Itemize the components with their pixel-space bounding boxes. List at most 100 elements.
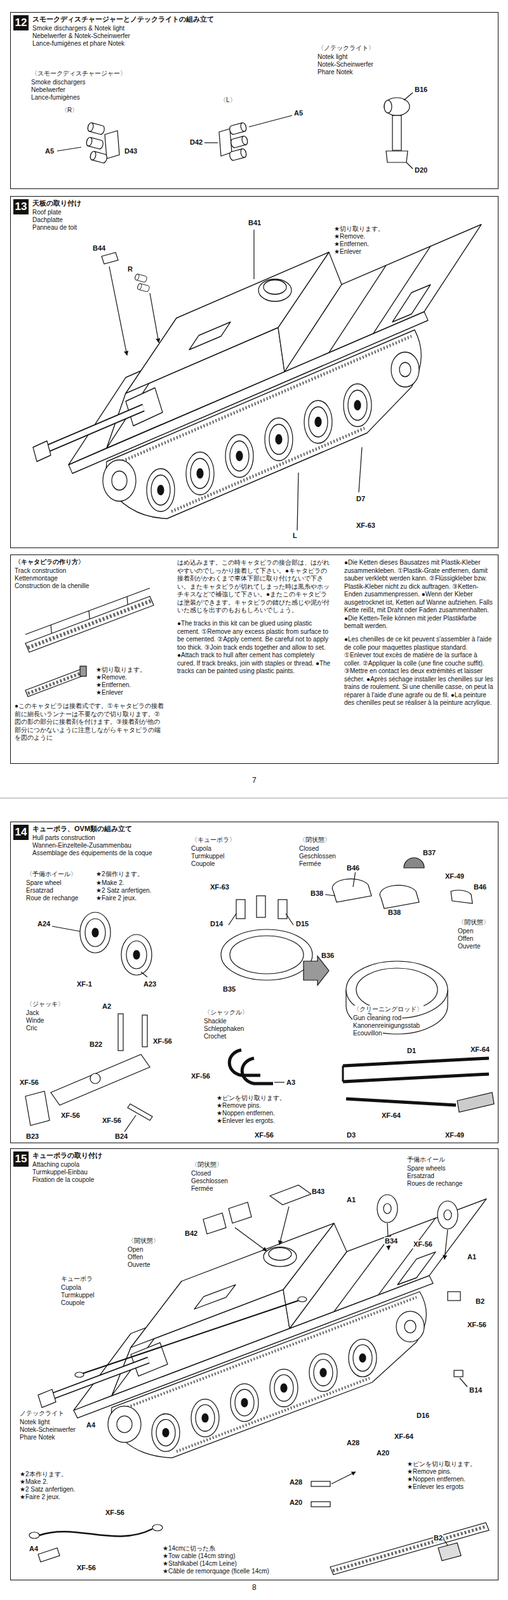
note-text: ★ピンを切り取ります。 [215, 1095, 287, 1103]
callout-number: XF-64 [393, 1433, 415, 1443]
section-heading: Track construction [14, 567, 67, 576]
note-text: 予備ホイール [406, 1156, 446, 1165]
step-subtitle: Turmkuppel-Einbau [32, 1169, 88, 1178]
callout-number: B24 [114, 1133, 129, 1142]
line-art [383, 1204, 392, 1215]
line-art [406, 162, 413, 169]
line-art [85, 919, 106, 948]
line-art [25, 588, 154, 698]
note-text: Smoke dischargers [30, 78, 87, 87]
line-art [80, 913, 111, 954]
callout-number: XF-49 [444, 873, 465, 882]
section-heading: Kettenmontage [14, 575, 58, 583]
callout-number: A24 [36, 920, 51, 930]
callout-number: B2 [433, 1535, 444, 1544]
callout-number: D7 [355, 495, 366, 504]
callout-number: A4 [85, 1422, 96, 1431]
line-art [219, 128, 232, 157]
step-subtitle: Hull parts construction [32, 835, 96, 843]
line-art [85, 137, 105, 150]
line-art [450, 890, 473, 905]
note-text: ★Tow cable (14cm string) [161, 1553, 237, 1562]
line-art [241, 1059, 274, 1085]
line-art [86, 122, 106, 136]
callout-number: B43 [311, 1188, 326, 1197]
callout-number: D15 [295, 920, 310, 930]
line-art [134, 273, 148, 283]
callout-number: B36 [320, 952, 335, 961]
line-art [50, 1055, 150, 1107]
callout-number: A5 [44, 147, 55, 156]
line-art [384, 100, 392, 114]
step-number: 15 [13, 1152, 29, 1168]
note-text: 〈閉状態〉 [190, 1162, 224, 1170]
callout-number: XF-56 [190, 1073, 211, 1082]
line-art [444, 1541, 448, 1547]
callout-number: A5 [293, 109, 304, 118]
line-art [437, 1202, 458, 1230]
step-subtitle: Dachplatte [32, 216, 63, 225]
note-text: ★Faire 2 jeux. [95, 895, 138, 903]
callout-number: B46 [346, 864, 361, 874]
line-art [38, 1549, 60, 1564]
callout-number: R [127, 265, 134, 274]
step-subtitle: Lance-fumigènes et phare Notek [32, 40, 125, 48]
line-art [121, 935, 152, 976]
callout-number: XF-56 [60, 1112, 81, 1121]
note-text: Ersatzrad [25, 887, 54, 896]
note-text: ★ピンを切り取ります。 [406, 1461, 477, 1470]
note-text: ★Make 2. [19, 1479, 49, 1488]
line-art [392, 115, 402, 151]
note-text: Roue de rechange [25, 895, 79, 903]
line-art [27, 673, 83, 695]
line-art [152, 1525, 163, 1533]
callout-number: XF-64 [469, 1046, 491, 1055]
note-text: Ersatzrad [406, 1173, 435, 1182]
line-art [274, 1082, 285, 1084]
line-art [248, 115, 293, 127]
line-art [377, 1195, 398, 1224]
callout-number: B2 [474, 1298, 486, 1307]
line-art [118, 1014, 124, 1052]
line-art [82, 1301, 299, 1375]
note-text: 〈開状態〉 [127, 1238, 161, 1246]
line-art [387, 1224, 389, 1251]
callout-number: XF-56 [19, 1079, 40, 1088]
note-text: ★14cmに切った糸 [161, 1546, 216, 1554]
callout-number: B34 [384, 1238, 399, 1247]
instruction-paragraph: ●Les chenilles de ce kit peuvent s'assem… [344, 636, 495, 709]
note-text: Cupola [60, 1285, 82, 1293]
line-art [346, 1099, 456, 1107]
line-art [447, 1292, 461, 1302]
line-art [80, 666, 87, 677]
line-art [228, 914, 237, 926]
note-text: Kanonenreinigungsstab [352, 1022, 421, 1031]
line-art [386, 151, 408, 163]
line-art [29, 1533, 40, 1540]
line-art [127, 1104, 153, 1122]
line-art [142, 1016, 148, 1048]
section-heading: Construction de la chenille [14, 582, 89, 591]
note-text: Geschlossen [298, 853, 337, 862]
note-text: 〈キューポラ〉 [190, 836, 237, 845]
line-art [353, 871, 356, 888]
note-text: Coupole [60, 1300, 86, 1309]
note-text: Spare wheels [406, 1165, 447, 1174]
line-art [256, 896, 266, 919]
note-text: Coupole [190, 861, 216, 869]
line-art [229, 135, 249, 149]
note-text: 〈スモークディスチャージャー〉 [30, 69, 127, 78]
step-subtitle: Roof plate [32, 208, 62, 217]
section-heading: 〈キャタピラの作り方〉 [14, 558, 85, 567]
page-number: 8 [251, 1584, 258, 1594]
note-text: Offen [457, 935, 474, 944]
line-art [74, 1373, 84, 1379]
note-text: Lance-fumigènes [30, 93, 81, 102]
callout-number: XF-63 [209, 883, 230, 893]
line-art [133, 951, 140, 961]
note-text: Turmkuppel [190, 853, 225, 862]
note-text: Phare Notek [316, 68, 354, 77]
line-art [25, 858, 495, 1133]
line-art [358, 447, 362, 493]
